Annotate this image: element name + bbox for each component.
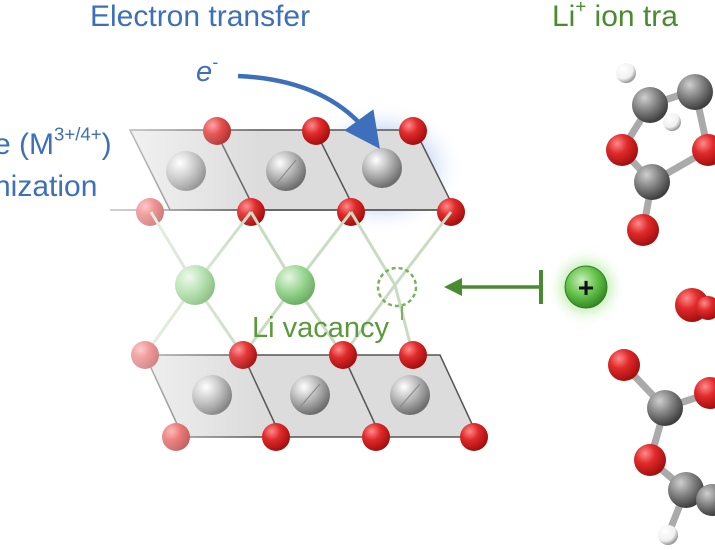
oxygen-atom bbox=[399, 341, 427, 369]
cation-plus-sign: + bbox=[578, 272, 594, 303]
oxidation-superscript: 3+/4+ bbox=[54, 123, 102, 145]
oxygen-atom bbox=[634, 444, 666, 476]
electron-transfer-arrow bbox=[237, 73, 380, 149]
oxygen-atom bbox=[694, 377, 715, 409]
carbon-atom bbox=[696, 484, 715, 516]
carbon-atom bbox=[668, 472, 704, 508]
li-ion-charge: + bbox=[575, 0, 587, 17]
oxygen-atom bbox=[696, 296, 715, 320]
li-ion-transport-title: Li+ ion tra bbox=[552, 0, 678, 33]
carbon-atom bbox=[632, 87, 668, 123]
solvent-molecule-bottom bbox=[608, 349, 715, 545]
oxygen-atom bbox=[627, 214, 659, 246]
li-vacancy-label: Li vacancy bbox=[252, 312, 390, 344]
oxygen-atom bbox=[362, 423, 390, 451]
electron-symbol: e- bbox=[196, 53, 218, 88]
oxygen-atom bbox=[460, 423, 488, 451]
solvent-molecule-top bbox=[606, 63, 715, 246]
carbon-atom bbox=[677, 74, 713, 110]
carbon-atom bbox=[634, 164, 670, 200]
oxygen-atom bbox=[606, 134, 638, 166]
ionization-label: nization bbox=[0, 170, 98, 203]
hydrogen-atom bbox=[658, 525, 678, 545]
left-fade-overlay bbox=[0, 110, 260, 460]
li-cation-icon bbox=[564, 265, 608, 309]
electron-charge: - bbox=[212, 52, 219, 73]
blocked-li-arrow bbox=[444, 270, 543, 304]
hydrogen-atom bbox=[663, 113, 681, 131]
li-vacancy-site bbox=[376, 266, 418, 308]
oxidation-close-paren: ) bbox=[101, 128, 112, 161]
electron-transfer-title: Electron transfer bbox=[90, 0, 311, 33]
carbon-atom bbox=[647, 390, 683, 426]
hydrogen-atom bbox=[616, 63, 636, 83]
oxygen-atom bbox=[608, 349, 640, 381]
reduced-metal-atom bbox=[362, 148, 402, 188]
oxygen-atom bbox=[262, 423, 290, 451]
metal-atom bbox=[266, 151, 306, 191]
lithium-atom bbox=[275, 265, 315, 305]
oxidation-text: e (M bbox=[0, 128, 54, 161]
oxidation-state-label: e (M3+/4+) bbox=[0, 125, 112, 161]
li-ion-rest-text: ion tra bbox=[586, 0, 678, 33]
oxygen-atom bbox=[399, 117, 427, 145]
li-ion-text: Li bbox=[552, 0, 576, 33]
oxygen-atom bbox=[692, 134, 715, 166]
oxygen-atom bbox=[329, 341, 357, 369]
oxygen-atom bbox=[302, 117, 330, 145]
electron-letter: e bbox=[196, 56, 213, 88]
